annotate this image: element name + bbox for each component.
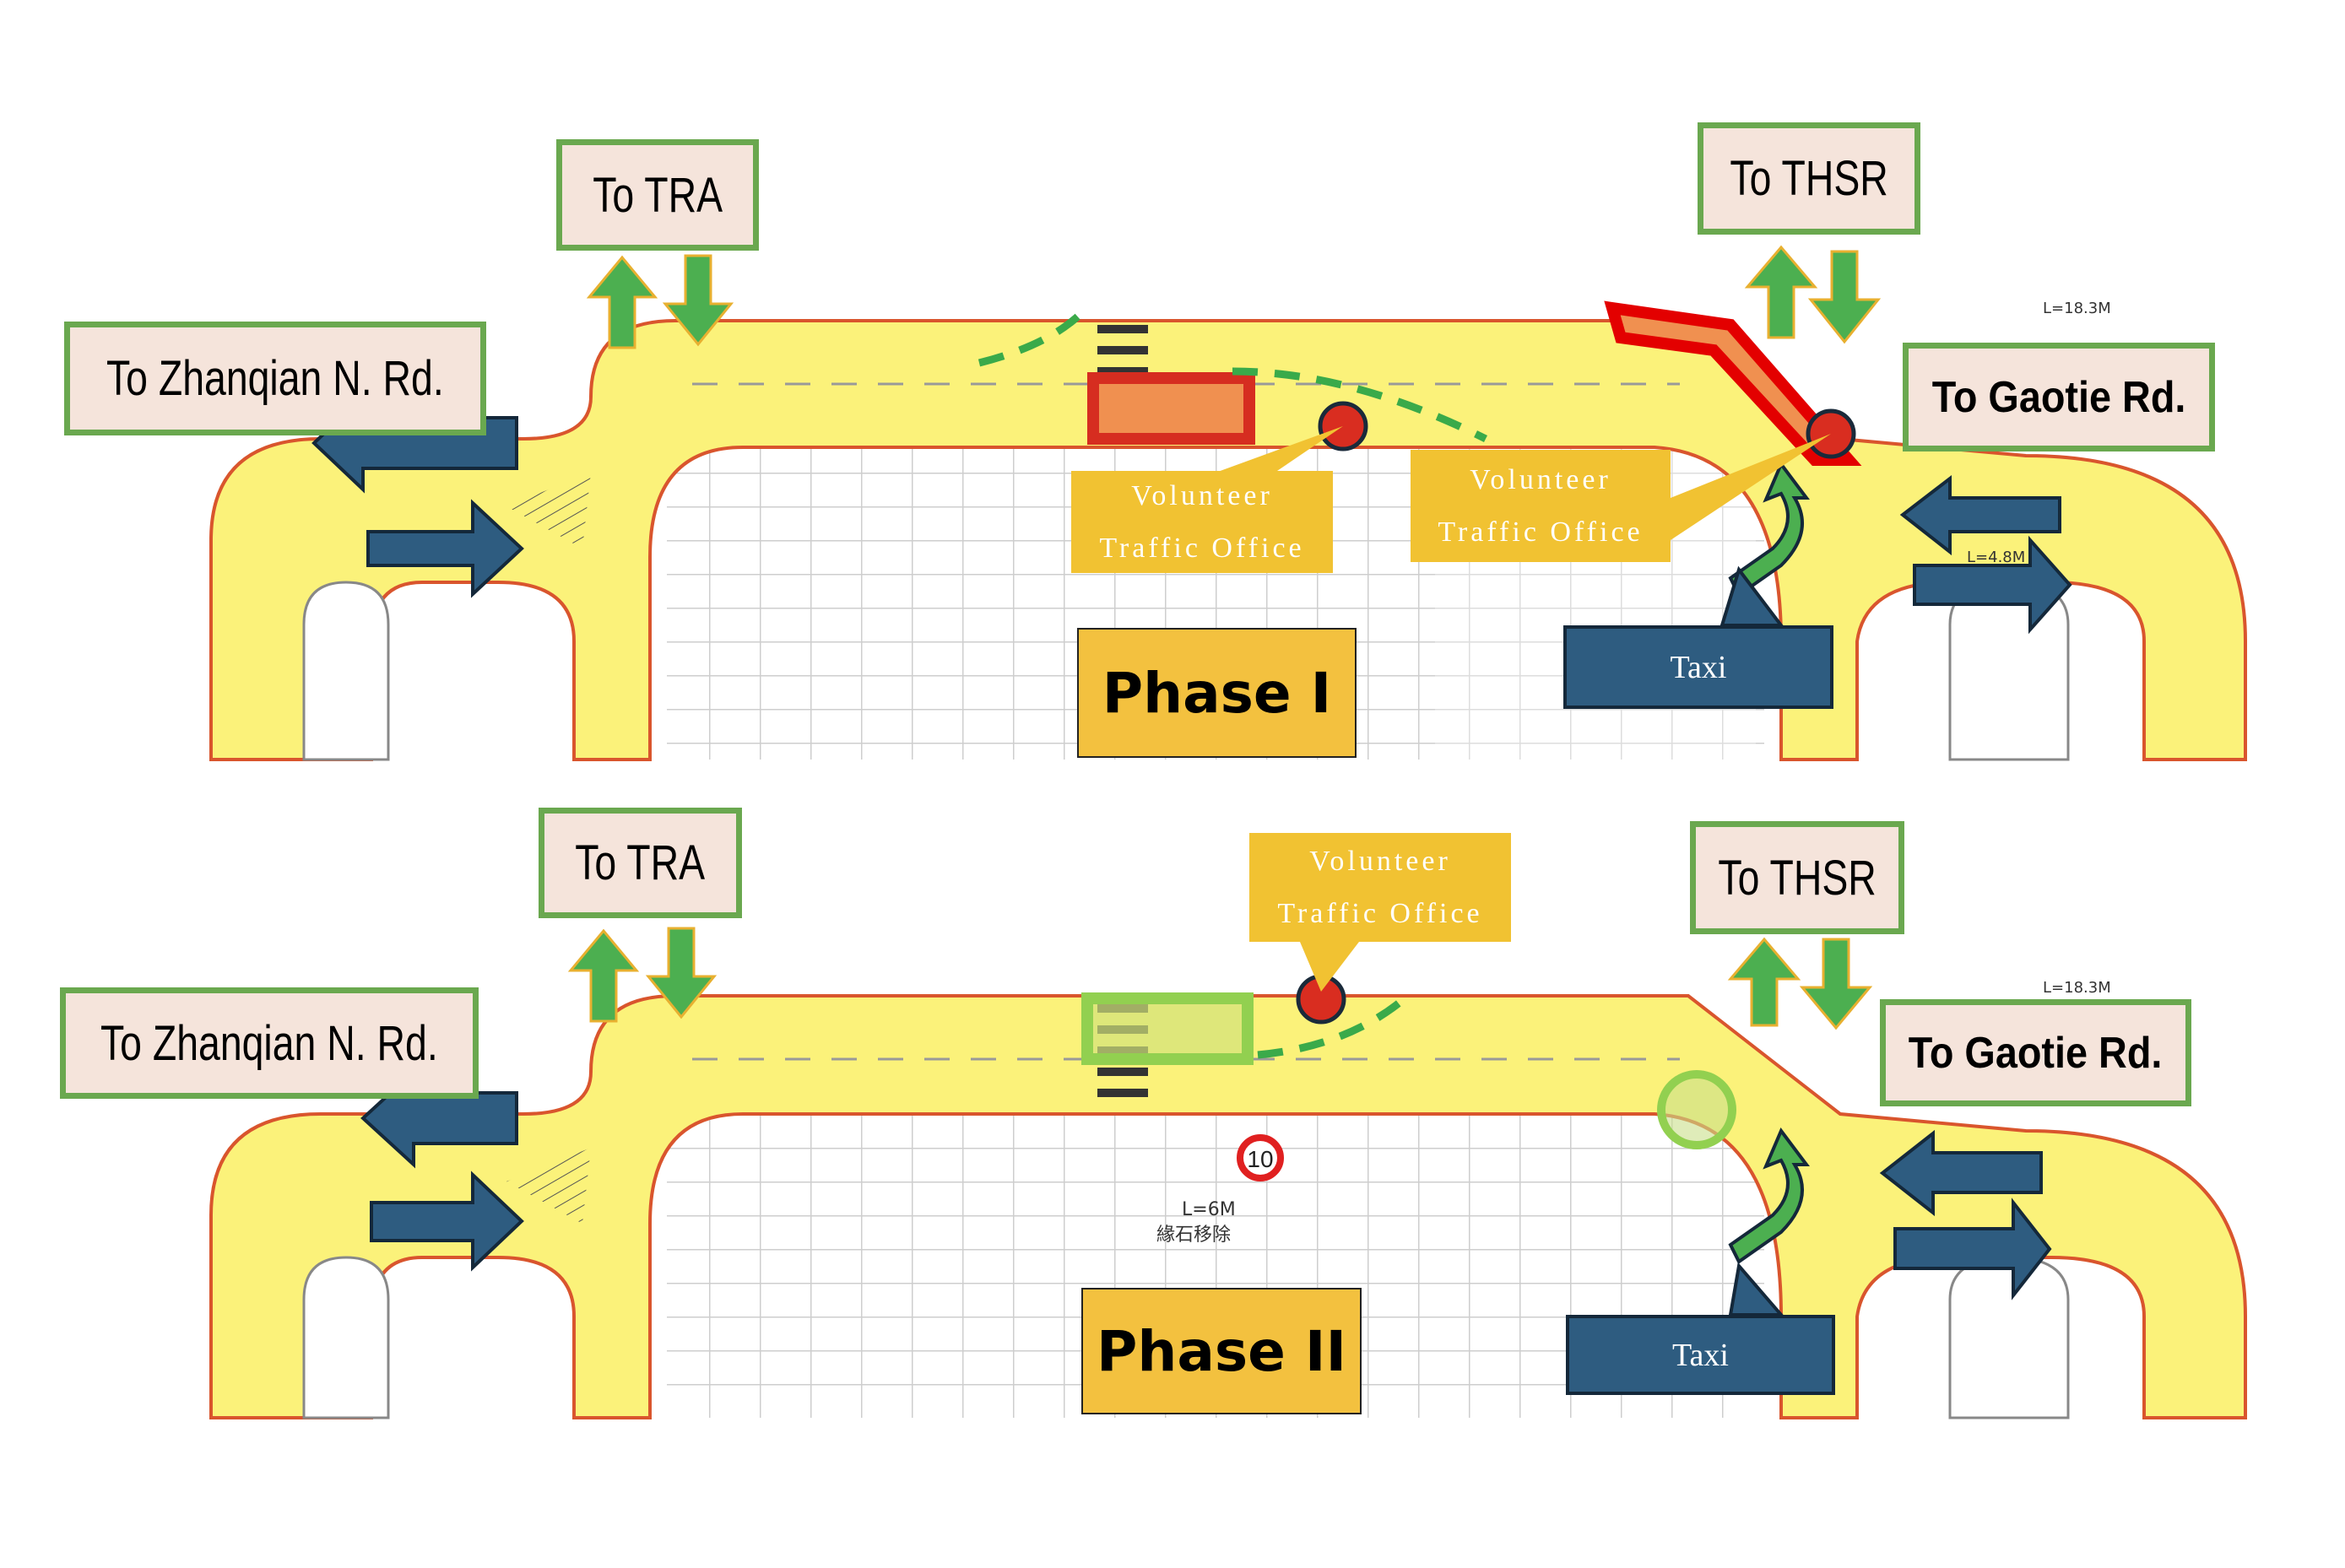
arrow-down-tra	[662, 254, 734, 347]
arrow-up-thsr	[1727, 937, 1801, 1027]
arrow-to-gaotie	[1899, 474, 2061, 556]
callout-line2: Traffic Office	[1277, 897, 1483, 929]
arrow-up-thsr	[1744, 245, 1818, 339]
left-loop-road	[209, 994, 2247, 1419]
arrow-down-tra	[645, 927, 718, 1019]
arrow-from-gaotie	[1913, 535, 2072, 635]
volunteer-office-callout: Volunteer Traffic Office	[1249, 833, 1511, 942]
destination-label: To Zhanqian N. Rd.	[100, 1015, 438, 1071]
taxi-label: Taxi	[1670, 649, 1727, 685]
destination-label: To Zhanqian N. Rd.	[106, 351, 444, 406]
red-curve-zone	[1604, 300, 1862, 466]
pedestrian-route	[978, 311, 1488, 443]
plan-annotation: L=6M	[1182, 1199, 1236, 1220]
arrow-from-zhanqian	[366, 499, 524, 598]
destination-zhanqian: To Zhanqian N. Rd.	[64, 322, 486, 435]
destination-label: To THSR	[1718, 850, 1877, 906]
destination-label: To Gaotie Rd.	[1931, 372, 2186, 422]
speed-limit-value: 10	[1247, 1146, 1273, 1172]
volunteer-office-callout: Volunteer Traffic Office	[1071, 471, 1333, 573]
phase-label-text: Phase I	[1102, 660, 1332, 726]
arrow-up-tra	[586, 255, 658, 349]
green-circle-zone	[1657, 1070, 1736, 1149]
green-crosswalk-zone	[1081, 992, 1254, 1065]
taxi-callout: Taxi	[1566, 1315, 1835, 1395]
plan-annotation: L=4.8M	[1967, 549, 2026, 566]
plan-annotation: 緣石移除	[1156, 1225, 1231, 1246]
callout-line2: Traffic Office	[1438, 516, 1644, 548]
plan-annotation: L=18.3M	[2043, 979, 2111, 997]
phase-label: Phase I	[1077, 628, 1357, 758]
callout-line1: Volunteer	[1131, 479, 1273, 511]
arrow-to-gaotie	[1879, 1129, 2043, 1217]
arrow-from-zhanqian	[370, 1171, 524, 1272]
arrow-down-thsr	[1807, 250, 1882, 344]
speed-limit-sign	[1237, 1134, 1284, 1181]
pedestrian-route	[1257, 991, 1412, 1059]
destination-tra: To TRA	[539, 808, 742, 918]
destination-label: To Gaotie Rd.	[1909, 1028, 2163, 1078]
taxi-route-arrow	[1728, 461, 1810, 597]
callout-line2: Traffic Office	[1099, 532, 1305, 564]
arrow-up-tra	[567, 928, 640, 1023]
taxi-callout: Taxi	[1563, 625, 1833, 709]
destination-gaotie: To Gaotie Rd.	[1903, 343, 2215, 451]
destination-label: To THSR	[1730, 151, 1888, 206]
phase-label: Phase II	[1081, 1288, 1362, 1414]
red-crosswalk-zone	[1087, 372, 1255, 445]
callout-line1: Volunteer	[1470, 463, 1611, 495]
destination-tra: To TRA	[556, 139, 759, 251]
destination-label: To TRA	[575, 835, 706, 890]
plan-annotation: L=18.3M	[2043, 300, 2111, 317]
destination-gaotie: To Gaotie Rd.	[1880, 999, 2191, 1106]
destination-label: To TRA	[593, 167, 723, 223]
taxi-label: Taxi	[1672, 1337, 1729, 1373]
destination-thsr: To THSR	[1690, 821, 1904, 934]
destination-zhanqian: To Zhanqian N. Rd.	[60, 987, 479, 1099]
phase-label-text: Phase II	[1096, 1318, 1347, 1384]
volunteer-office-callout: Volunteer Traffic Office	[1411, 450, 1671, 562]
callout-line1: Volunteer	[1309, 845, 1451, 877]
destination-thsr: To THSR	[1698, 122, 1920, 235]
arrow-from-gaotie	[1893, 1198, 2052, 1300]
arrow-down-thsr	[1799, 938, 1873, 1030]
taxi-route-arrow	[1728, 1127, 1810, 1264]
